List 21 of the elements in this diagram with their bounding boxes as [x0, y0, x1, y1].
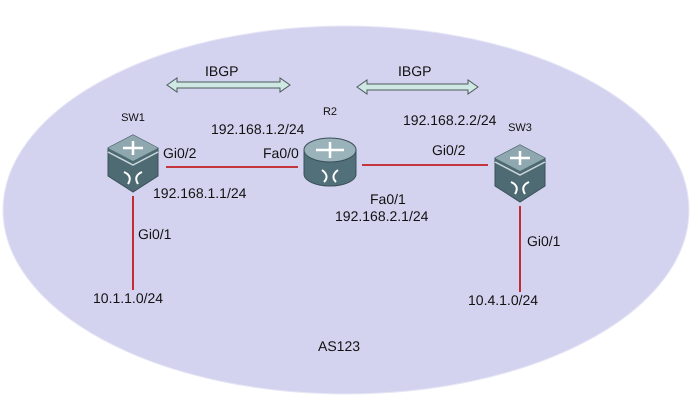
interface-label: Fa0/1	[370, 191, 406, 207]
device-name: SW1	[120, 111, 146, 126]
link-line	[519, 206, 521, 292]
protocol-label: IBGP	[398, 63, 432, 79]
network-address: 10.1.1.0/24	[93, 290, 164, 306]
device-name: R2	[322, 105, 338, 120]
interface-label: Gi0/1	[138, 226, 172, 242]
link-line	[362, 164, 488, 166]
ip-address: 192.168.1.1/24	[153, 185, 246, 201]
link-line	[166, 166, 298, 168]
area-label: AS123	[318, 338, 360, 354]
protocol-label: IBGP	[205, 63, 238, 79]
ip-address: 192.168.2.1/24	[335, 208, 428, 224]
ip-address: 192.168.1.2/24	[211, 121, 304, 137]
network-address: 10.4.1.0/24	[468, 292, 538, 308]
interface-label: Fa0/0	[263, 145, 299, 161]
interface-label: Gi0/1	[527, 233, 560, 249]
link-line	[132, 196, 134, 290]
interface-label: Gi0/2	[163, 145, 196, 161]
ip-address: 192.168.2.2/24	[403, 112, 496, 128]
interface-label: Gi0/2	[432, 142, 466, 158]
